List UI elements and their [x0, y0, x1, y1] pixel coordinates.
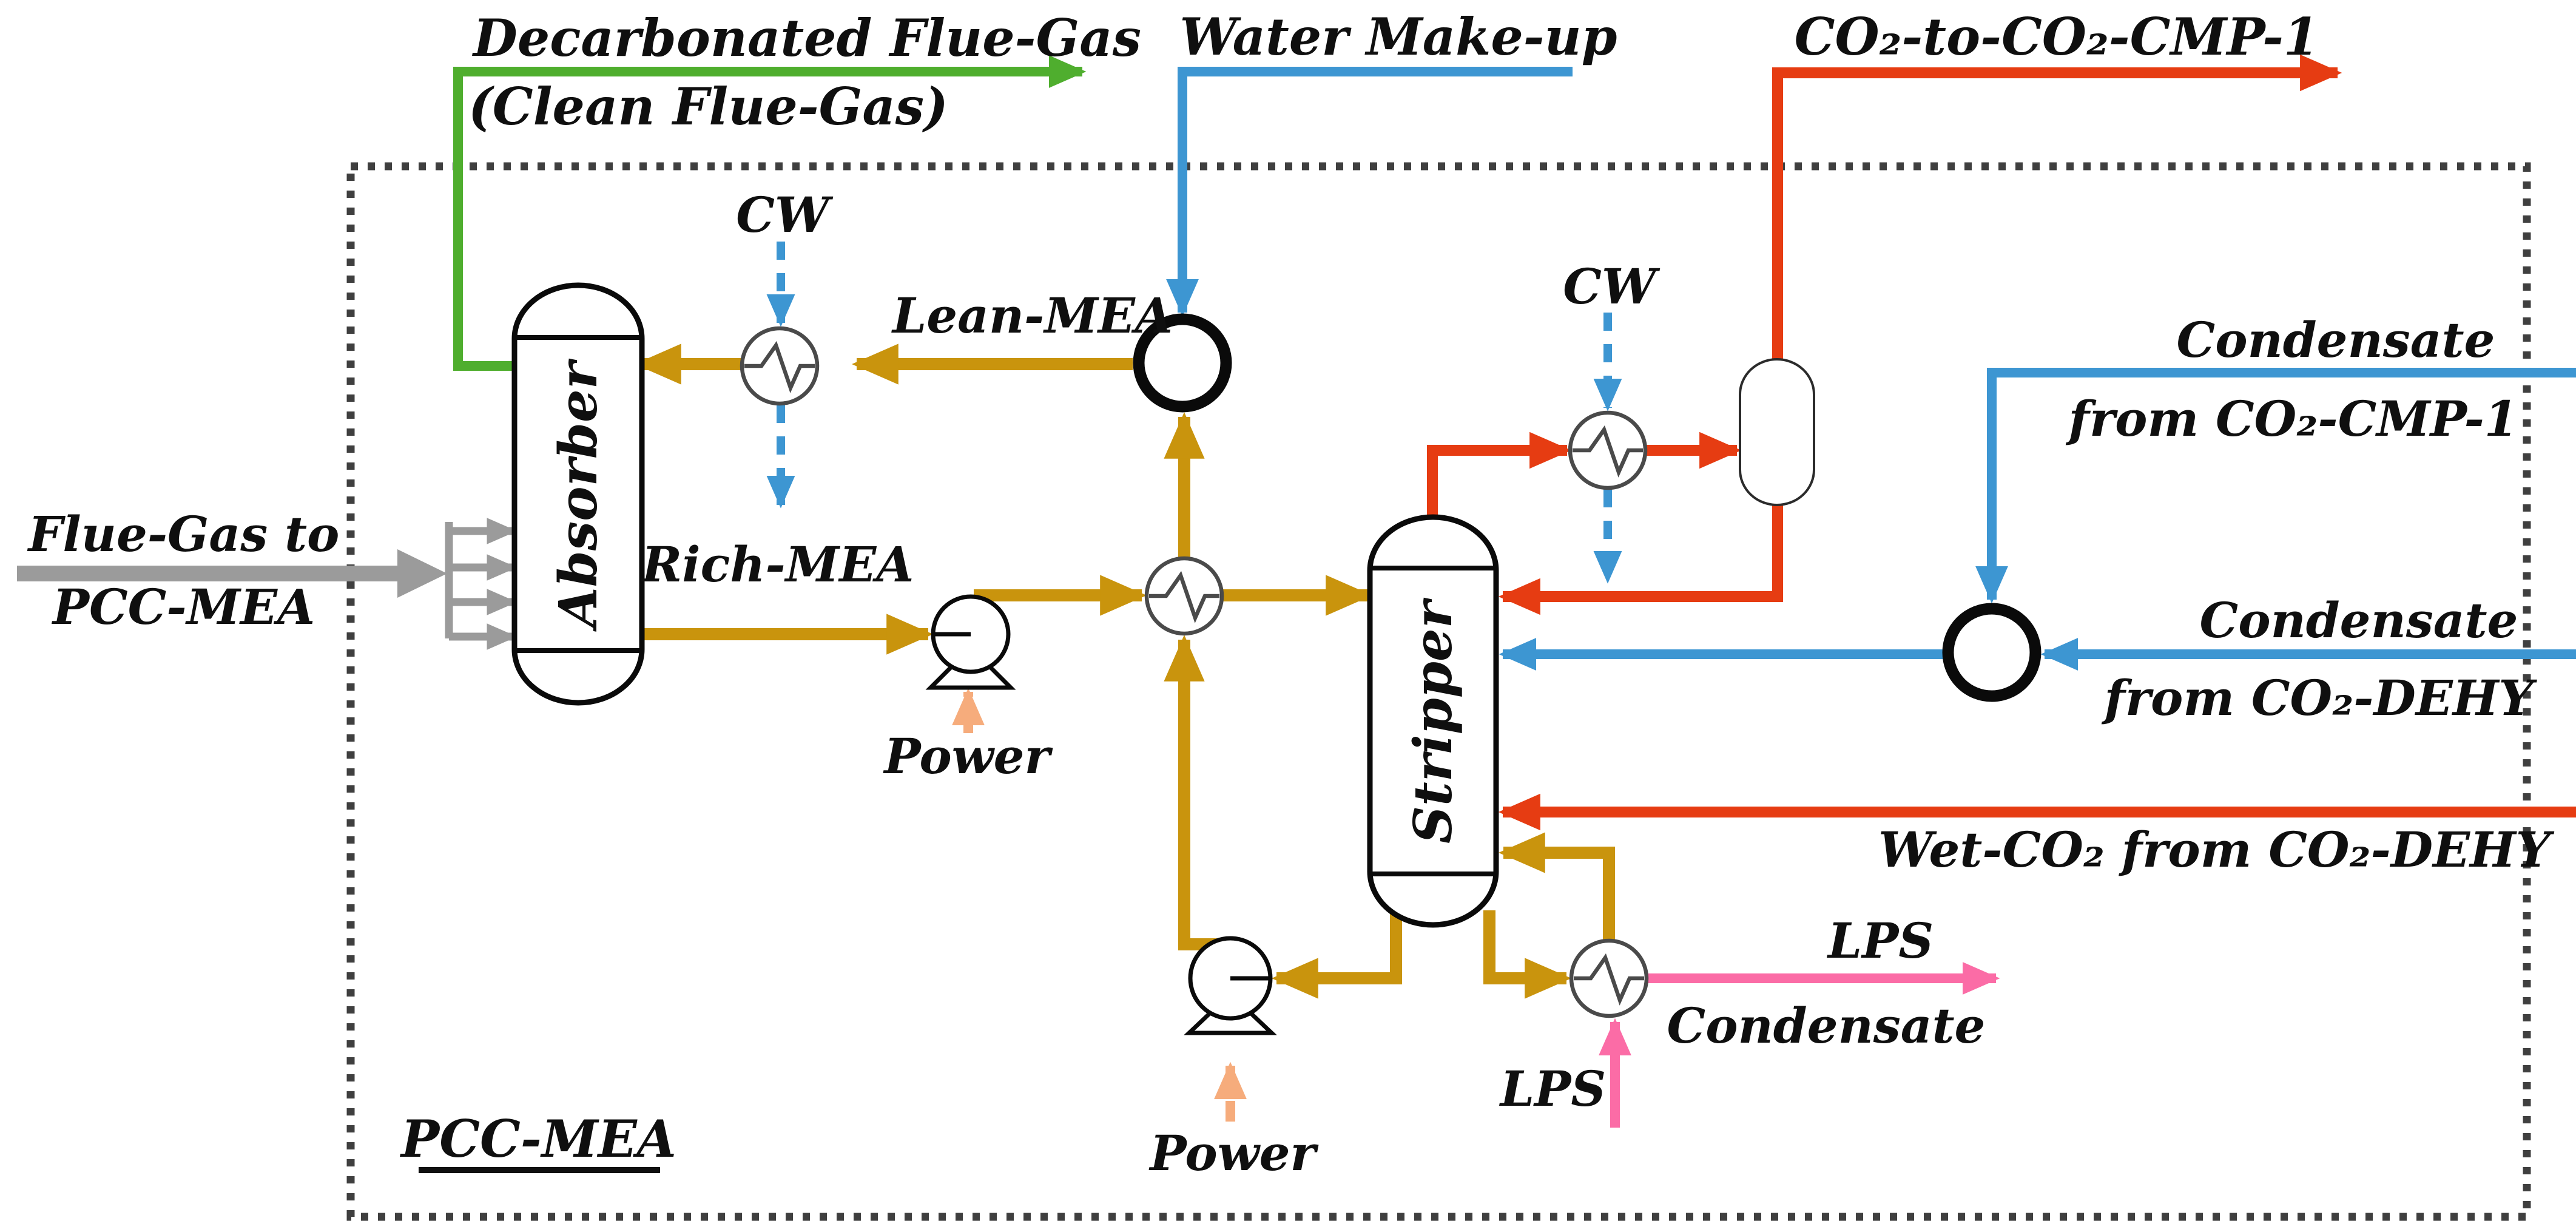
stripper-label: Stripper — [1403, 597, 1464, 844]
label-condensate-dehy-1: Condensate — [2200, 592, 2518, 649]
flue-gas-arrowhead — [397, 549, 447, 598]
label-lps-condensate-2: Condensate — [1667, 997, 1986, 1054]
stream-lean-mea — [635, 344, 1217, 950]
label-condensate-cmp-1: Condensate — [2177, 311, 2495, 368]
label-condensate-dehy-2: from CO₂-DEHY — [2101, 669, 2537, 726]
label-power-pump1: Power — [883, 728, 1053, 785]
stream-water-makeup — [1166, 67, 1573, 317]
condensate-mixer — [1942, 603, 2042, 702]
label-co2-product: CO₂-to-CO₂-CMP-1 — [1795, 7, 2319, 67]
stripper-column: Stripper — [1367, 514, 1499, 928]
stream-stripper-overhead — [1427, 432, 1783, 615]
stream-co2-product — [1772, 54, 2342, 359]
label-clean-flue-gas-2: (Clean Flue-Gas) — [468, 76, 948, 137]
stream-flue-gas-feed — [17, 518, 518, 650]
label-rich-mea: Rich-MEA — [641, 536, 914, 593]
label-water-makeup: Water Make-up — [1180, 7, 1617, 67]
label-lps-condensate-1: LPS — [1827, 912, 1934, 969]
stream-clean-flue-gas — [453, 55, 1087, 371]
lean-mea-pump — [1184, 936, 1277, 1035]
pcc-mea-boundary — [346, 162, 2531, 1221]
absorber-column: Absorber — [511, 282, 645, 706]
reflux-drum — [1739, 358, 1815, 506]
rich-mea-pump — [925, 594, 1016, 690]
makeup-mixer — [1133, 313, 1232, 413]
absorber-label: Absorber — [548, 358, 609, 632]
label-flue-gas-2: PCC-MEA — [52, 578, 315, 635]
label-pcc-mea: PCC-MEA — [400, 1109, 676, 1169]
label-cw-lean-cooler: CW — [736, 186, 834, 243]
condenser-exchanger — [1568, 410, 1648, 490]
reboiler-exchanger — [1569, 938, 1649, 1018]
label-cw-condenser: CW — [1563, 258, 1661, 315]
label-lean-mea: Lean-MEA — [891, 287, 1173, 344]
cross-heat-exchanger — [1144, 556, 1224, 636]
lean-cooler-exchanger — [740, 326, 820, 406]
label-clean-flue-gas-1: Decarbonated Flue-Gas — [472, 8, 1141, 68]
label-condensate-cmp-2: from CO₂-CMP-1 — [2066, 390, 2518, 447]
stream-condensate-cmp1 — [1975, 368, 2576, 604]
label-wet-co2: Wet-CO₂ from CO₂-DEHY — [1878, 821, 2555, 878]
stream-stripper-bottoms — [1272, 832, 1615, 999]
boundary-label: PCC-MEA — [400, 1109, 676, 1173]
label-flue-gas-1: Flue-Gas to — [27, 506, 340, 563]
label-power-pump2: Power — [1148, 1125, 1318, 1182]
label-lps-supply: LPS — [1499, 1060, 1606, 1117]
stream-rich-mea — [642, 575, 1372, 655]
